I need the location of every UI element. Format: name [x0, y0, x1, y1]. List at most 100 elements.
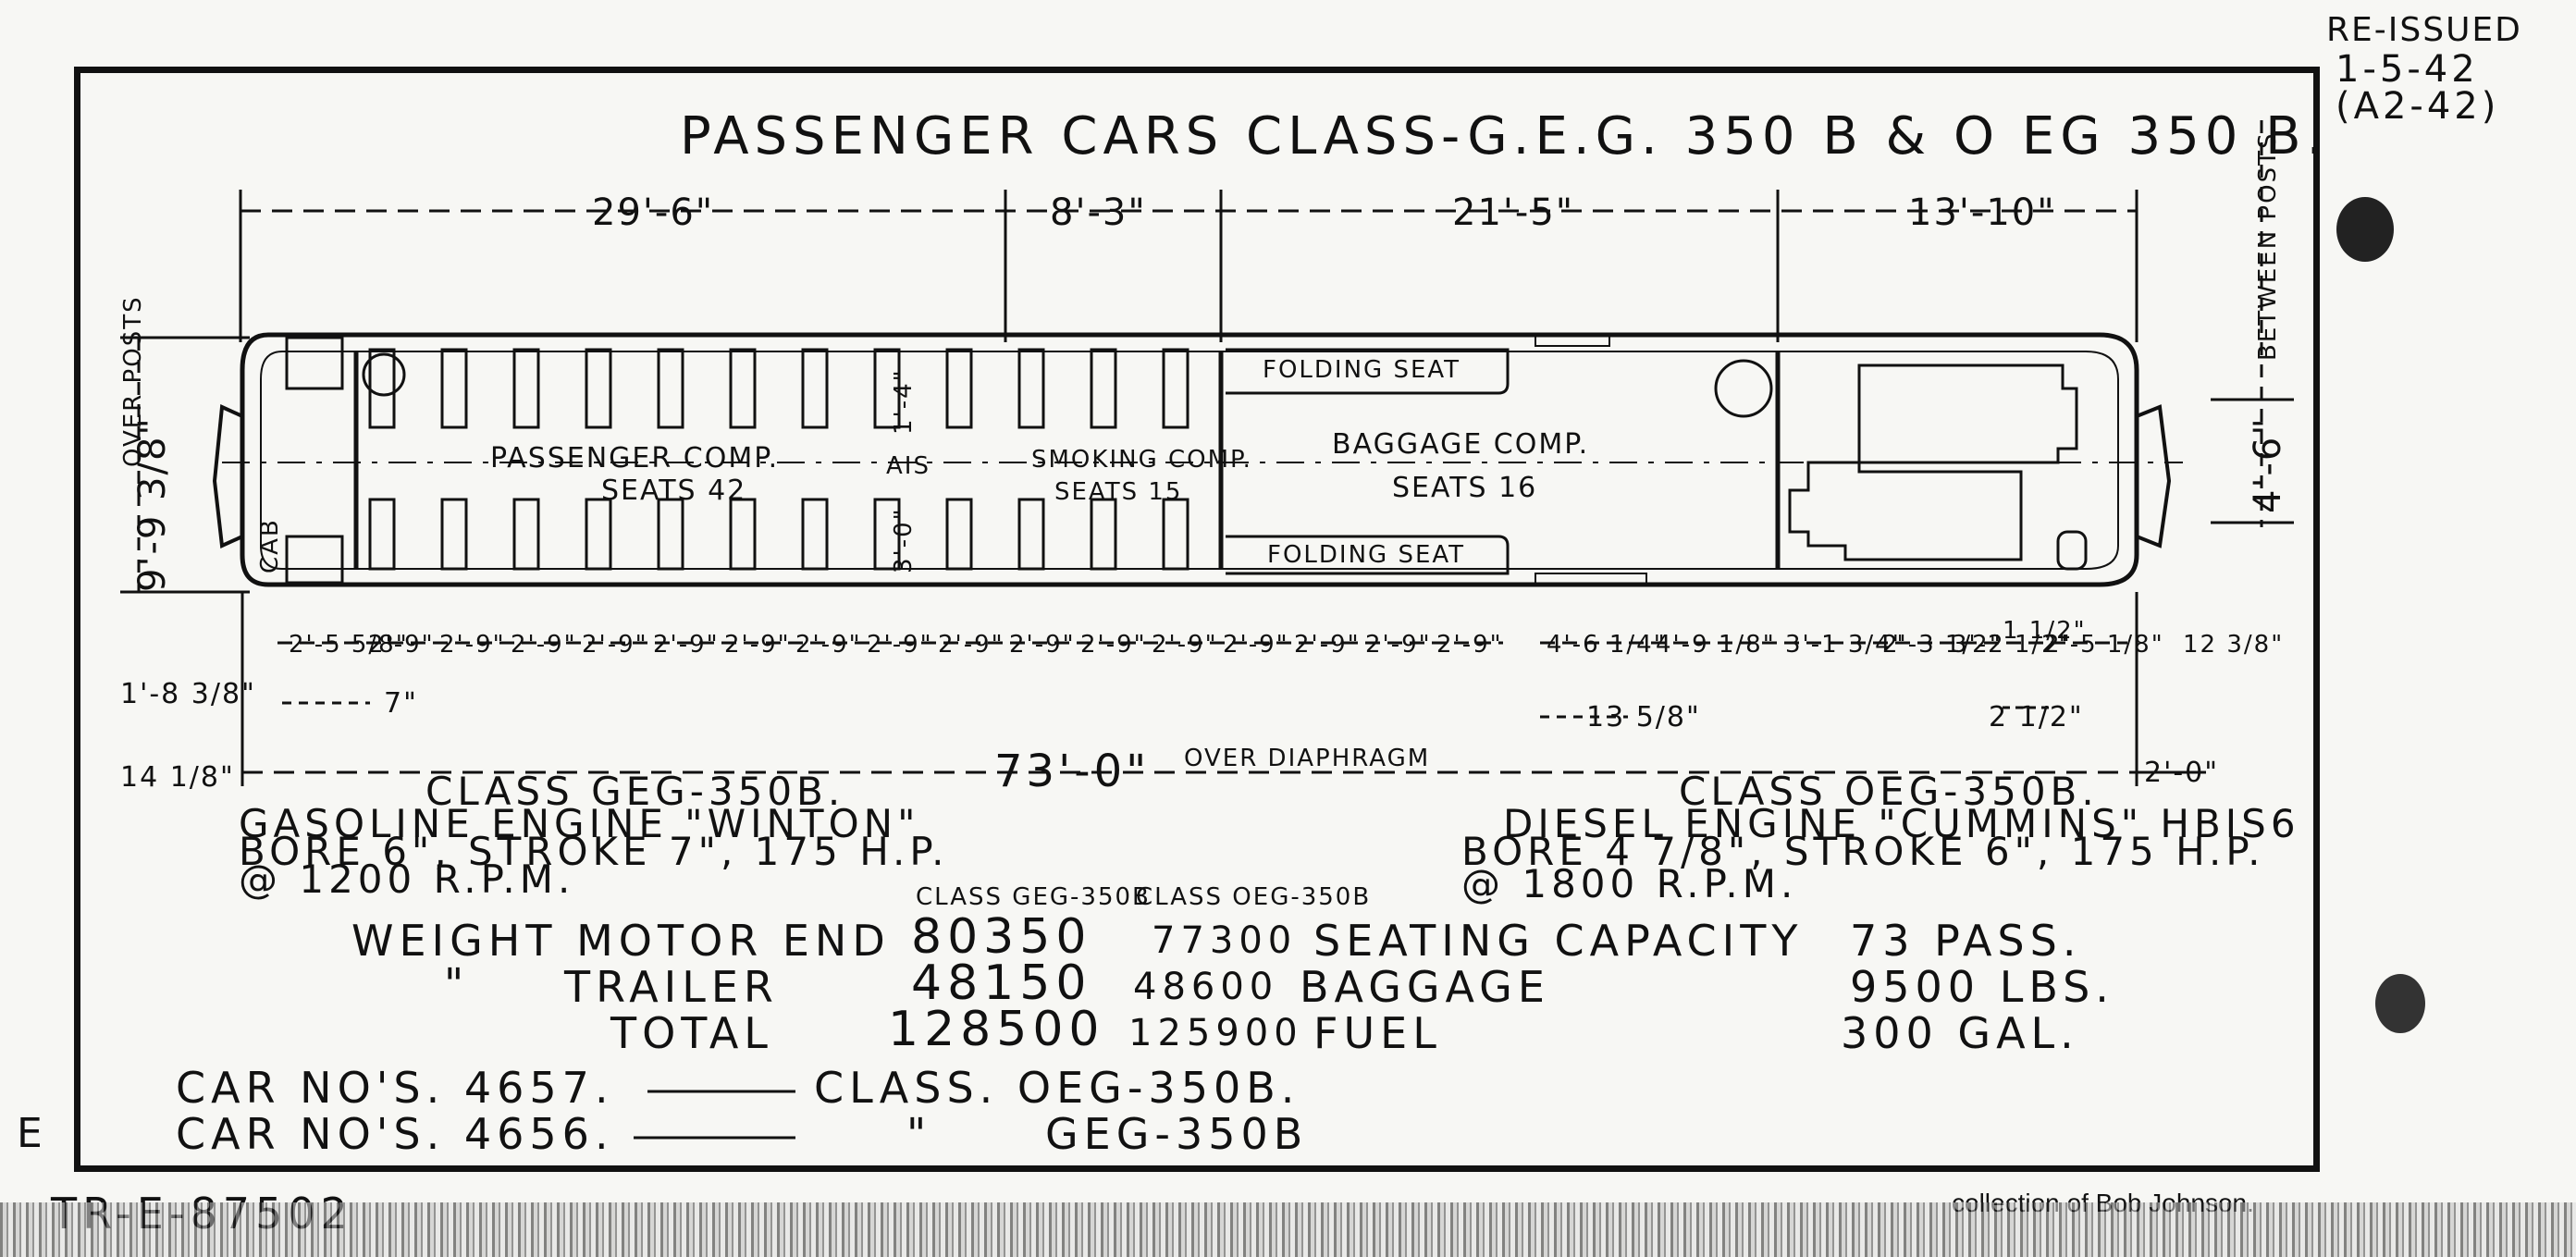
passenger-comp-label: PASSENGER COMP. — [490, 442, 779, 474]
smoking-seats-label: SEATS 15 — [1054, 478, 1182, 506]
weight-row-1-val: 73 PASS. — [1850, 916, 2081, 966]
seat — [440, 498, 468, 571]
seat — [1162, 498, 1189, 571]
right-engine-name: DIESEL ENGINE "CUMMINS" HBIS6 — [1503, 801, 2300, 846]
bottom-dim-spacing: 2'-9" — [653, 631, 720, 659]
bottom-dim-spacing: 2'-9" — [1365, 631, 1432, 659]
bottom-dim-d2: 4'-9 1/8" — [1656, 631, 1776, 659]
seat — [1090, 498, 1117, 571]
reissue-line-1: RE-ISSUED — [2326, 11, 2522, 49]
bottom-dim-spacing: 2'-9" — [368, 631, 435, 659]
passenger-seats-label: SEATS 42 — [601, 474, 746, 507]
reissue-line-2: 1-5-42 — [2336, 48, 2479, 91]
seat — [873, 498, 901, 571]
diagram-title: PASSENGER CARS CLASS-G.E.G. 350 B & O EG… — [680, 106, 2328, 166]
car-number-2-ditto: " — [906, 1109, 931, 1159]
bottom-dim-spacing: 2'-9" — [1009, 631, 1076, 659]
left-engine-name: GASOLINE ENGINE "WINTON" — [239, 801, 919, 846]
seat — [1017, 498, 1045, 571]
bottom-dim-spacing: 2'-9" — [1152, 631, 1218, 659]
seat — [368, 348, 396, 429]
weight-row-2-item: BAGGAGE — [1300, 962, 1550, 1012]
weight-row-3-val: 300 GAL. — [1841, 1008, 2079, 1058]
weight-row-1-label: WEIGHT MOTOR END — [351, 916, 891, 966]
weight-row-1-v1: 80350 — [911, 909, 1091, 965]
between-posts-label: BETWEEN POSTS — [2254, 132, 2282, 361]
right-end-dim: 2'-0" — [2144, 757, 2219, 789]
punch-hole-top — [2336, 197, 2394, 262]
cab-label: CAB — [256, 518, 284, 573]
drawing-frame — [74, 67, 2320, 1172]
left-engine-class: CLASS GEG-350B. — [425, 769, 844, 814]
bottom-dim-spacing: 2'-9" — [1223, 631, 1289, 659]
seat — [585, 498, 612, 571]
bottom-dim-spacing: 2'-9" — [867, 631, 933, 659]
top-dim-2: 8'-3" — [1050, 191, 1147, 234]
seat — [1162, 348, 1189, 429]
scan-edge-texture — [0, 1202, 2576, 1257]
right-engine-rpm: @ 1800 R.P.M. — [1461, 861, 1797, 906]
weight-row-3-v2: 125900 — [1128, 1012, 1303, 1054]
seat — [657, 348, 684, 429]
seat — [801, 498, 829, 571]
left-dim-b: 14 1/8" — [120, 761, 235, 794]
bottom-dim-d1: 4'-6 1/4" — [1547, 631, 1667, 659]
weight-row-3-v1: 128500 — [888, 1002, 1105, 1057]
overall-note: OVER DIAPHRAGM — [1184, 745, 1430, 772]
bottom-dim-spacing: 2'-9" — [511, 631, 577, 659]
weight-row-1-item: SEATING CAPACITY — [1313, 916, 1803, 966]
aisle-label: AIS — [886, 452, 931, 480]
bottom-dim-first: 2'-5 5/8" — [289, 631, 409, 659]
weight-header-2: CLASS OEG-350B — [1136, 883, 1371, 911]
car-number-1-class: CLASS. OEG-350B. — [814, 1063, 1300, 1113]
seat-group — [368, 348, 1189, 571]
bottom-dim-d7: 2'-5 1/8" — [2044, 631, 2164, 659]
weight-row-3-item: FUEL — [1313, 1008, 1442, 1058]
seat — [873, 348, 901, 429]
seat — [585, 348, 612, 429]
bottom-dim-spacing: 2'-9" — [1436, 631, 1503, 659]
bottom-dim-spacing: 2'-9" — [795, 631, 862, 659]
bottom-dim-spacing: 2'-9" — [938, 631, 1005, 659]
reissue-line-3: (A2-42) — [2336, 85, 2500, 128]
bottom-dim-spacing: 2'-9" — [1294, 631, 1361, 659]
weight-row-2-label: TRAILER — [563, 962, 779, 1012]
seat — [512, 348, 540, 429]
seat — [801, 348, 829, 429]
left-dim-a: 1'-8 3/8" — [120, 678, 256, 710]
weight-row-2-val: 9500 LBS. — [1850, 962, 2114, 1012]
bottom-dim-d6: 1 1/2" — [2003, 617, 2087, 645]
right-engine-bore: BORE 4 7/8", STROKE 6", 175 H.P. — [1461, 829, 2264, 874]
top-dim-4: 13'-10" — [1908, 191, 2056, 234]
baggage-comp-label: BAGGAGE COMP. — [1332, 428, 1589, 461]
bottom-dim-spacing: 2'-9" — [439, 631, 506, 659]
baggage-seats-label: SEATS 16 — [1392, 472, 1537, 504]
seat — [657, 498, 684, 571]
weight-row-1-v2: 77300 — [1152, 919, 1297, 962]
seat — [368, 498, 396, 571]
bottom-dim-spacing: 2'-9" — [724, 631, 791, 659]
over-posts-label: OVER POSTS — [119, 295, 147, 467]
seat — [512, 498, 540, 571]
car-number-1: CAR NO'S. 4657. — [176, 1063, 614, 1113]
bottom-dim-d3: 3'-1 3/4" — [1785, 631, 1905, 659]
bottom-dim-d5: 3'-2 1/2" — [1952, 631, 2072, 659]
seat — [945, 348, 973, 429]
folding-seat-bottom: FOLDING SEAT — [1267, 541, 1465, 569]
seat — [1017, 348, 1045, 429]
seat — [440, 348, 468, 429]
margin-letter: E — [17, 1110, 43, 1157]
bottom-dim-spacing: 2'-9" — [582, 631, 648, 659]
weight-row-3-label: TOTAL — [610, 1008, 773, 1058]
left-engine-rpm: @ 1200 R.P.M. — [239, 856, 574, 902]
weight-ditto-1: " — [444, 959, 469, 1009]
seat — [729, 348, 757, 429]
smoking-comp-label: SMOKING COMP. — [1031, 446, 1252, 474]
left-engine-bore: BORE 6", STROKE 7", 175 H.P. — [239, 829, 949, 874]
seat — [945, 498, 973, 571]
bottom-dim-thirteen: 13 5/8" — [1586, 701, 1701, 733]
folding-seat-top: FOLDING SEAT — [1263, 356, 1461, 384]
right-height-dim: 4'-6" — [2247, 416, 2289, 513]
bottom-dim-spacing: 2'-9" — [1080, 631, 1147, 659]
